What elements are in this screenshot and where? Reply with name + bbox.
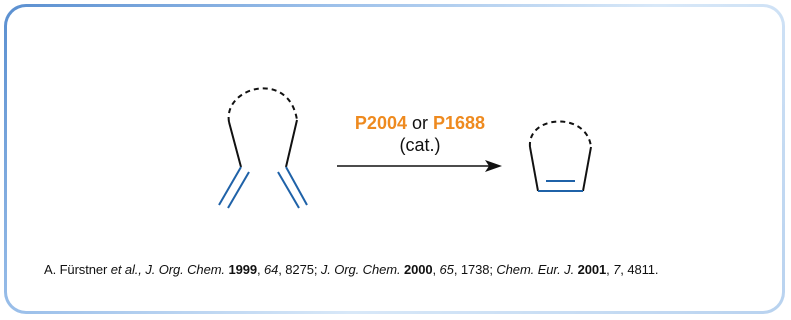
ref-pages-1: , 8275; xyxy=(278,262,321,277)
left-alkene-bond-1 xyxy=(218,166,242,206)
catalyst-p2004: P2004 xyxy=(354,113,407,133)
catalyst-joiner: or xyxy=(406,113,433,133)
ref-year-1: 1999 xyxy=(228,262,257,277)
reaction-conditions: P2004 or P1688 (cat.) xyxy=(325,112,515,156)
catalyst-line: P2004 or P1688 xyxy=(325,112,515,134)
ref-year-3: 2001 xyxy=(577,262,607,277)
starting-right-chain xyxy=(285,119,298,168)
starting-dashed-arc xyxy=(227,87,298,123)
ref-year-2: 2000 xyxy=(403,262,433,277)
ref-author: A. Fürstner xyxy=(44,262,111,277)
product-left-bond xyxy=(529,146,539,192)
figure-frame: P2004 or P1688 (cat.) A. Fürstner et al.… xyxy=(4,4,785,314)
starting-diene xyxy=(218,87,308,209)
right-alkene-bond-1 xyxy=(285,166,308,206)
arrow-head xyxy=(485,160,502,172)
ref-journal-2: J. Org. Chem. xyxy=(320,262,401,277)
product-cycloalkene xyxy=(528,120,592,192)
reaction-arrow xyxy=(337,160,502,172)
ref-volume-2: 65 xyxy=(439,262,454,277)
ref-journal-3: Chem. Eur. J. xyxy=(496,262,575,277)
right-alkene-bond-2 xyxy=(277,171,300,209)
catalyst-p1688: P1688 xyxy=(433,113,486,133)
product-dashed-arc xyxy=(528,120,592,148)
ref-volume-1: 64 xyxy=(264,262,279,277)
reaction-scheme xyxy=(218,87,592,209)
catalytic-label: (cat.) xyxy=(399,135,441,155)
ref-journal-1: J. Org. Chem. xyxy=(145,262,225,277)
ref-etal: et al., xyxy=(110,262,146,277)
ref-pages-3: , 4811. xyxy=(620,262,659,277)
reference-citation: A. Fürstner et al., J. Org. Chem. 1999 , … xyxy=(44,262,659,277)
ref-volume-3: 7 xyxy=(613,262,621,277)
ref-pages-2: , 1738; xyxy=(453,262,497,277)
product-right-bond xyxy=(582,146,592,192)
left-alkene-bond-2 xyxy=(227,171,250,209)
figure-card: P2004 or P1688 (cat.) A. Fürstner et al.… xyxy=(7,7,782,311)
starting-left-chain xyxy=(228,121,242,168)
